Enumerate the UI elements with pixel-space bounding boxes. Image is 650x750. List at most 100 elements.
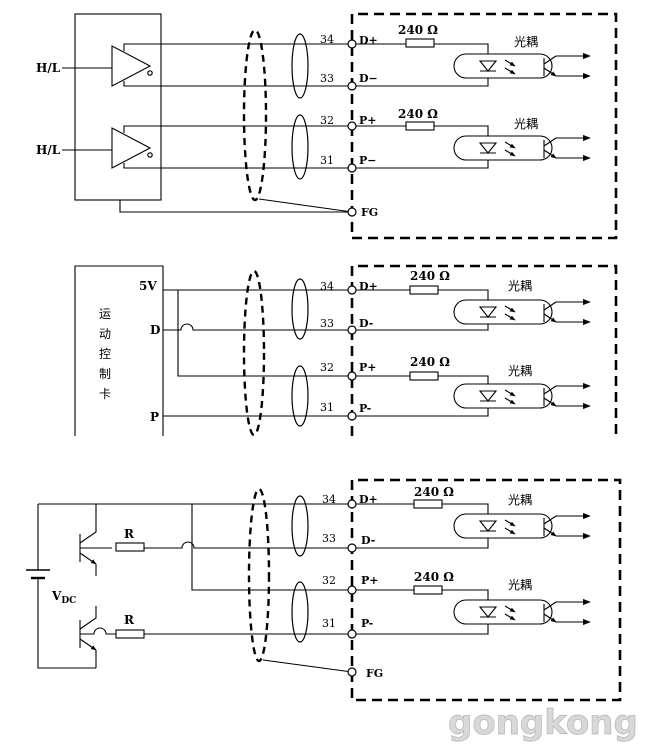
pin-33: 33 [322,532,336,545]
signal-p-plus: P+ [359,114,377,127]
signal-d-minus: D- [361,534,375,547]
card-char-5: 卡 [99,387,111,401]
resistor-icon [405,121,435,131]
driver-box [74,13,162,201]
resistor-icon [409,285,439,295]
base-resistor-label: R [124,527,135,541]
resistor-icon [409,371,439,381]
signal-d-minus: D− [359,72,378,85]
pin-31: 31 [320,154,334,167]
pin-34: 34 [320,33,334,46]
optocoupler-icon [453,512,591,540]
twisted-pair-icon-1 [291,495,309,557]
card-char-2: 动 [99,327,111,341]
signal-p-minus: P− [359,154,377,167]
base-resistor-label: R [124,613,135,627]
terminal-icon [347,81,357,91]
optocoupler-icon [453,598,591,626]
terminal-icon [347,629,357,639]
terminal-icon [347,411,357,421]
resistor-value: 240 Ω [414,485,454,499]
optocoupler-label: 光耦 [508,364,532,378]
resistor-icon [405,38,435,48]
optocoupler-label: 光耦 [508,279,532,293]
twisted-pair-icon-1 [291,33,309,99]
resistor-value: 240 Ω [410,355,450,369]
optocoupler-icon [453,134,591,162]
pin-34: 34 [322,493,336,506]
optocoupler-label: 光耦 [508,578,532,592]
supply-label: VDC [51,589,76,606]
optocoupler-icon [453,298,591,326]
terminal-icon [347,371,357,381]
receiver-box [350,478,622,702]
terminal-icon [347,285,357,295]
motion-card-box [74,265,164,436]
input-d: D [150,323,160,337]
terminal-icon [347,163,357,173]
terminal-icon [347,325,357,335]
input-p: P [150,410,159,424]
twisted-pair-icon-2 [291,114,309,180]
twisted-pair-icon-2 [291,365,309,427]
signal-p-plus: P+ [361,574,379,587]
optocoupler-icon [453,52,591,80]
resistor-value: 240 Ω [398,107,438,121]
transistor-icon-2 [79,606,116,668]
signal-fg: FG [366,667,383,680]
shielded-cable-icon [242,28,268,202]
input-5v: 5V [139,279,157,293]
pin-32: 32 [320,114,334,127]
pin-34: 34 [320,280,334,293]
twisted-pair-icon-1 [291,278,309,340]
optocoupler-label: 光耦 [514,117,538,131]
resistor-icon [115,542,145,552]
signal-d-plus: D+ [359,493,378,506]
pin-33: 33 [320,72,334,85]
terminal-icon [347,207,357,217]
shielded-cable-icon [247,487,271,663]
diagram-3-open-collector: VDC R R [26,478,622,702]
terminal-icon [347,585,357,595]
transistor-icon-1 [79,504,112,576]
signal-p-plus: P+ [359,361,377,374]
diagram-1-differential-driver: H/L H/L 34 33 32 31 D+ D− [36,12,618,240]
line-driver-icon-2 [111,127,152,169]
signal-d-plus: D+ [359,280,378,293]
signal-d-plus: D+ [359,34,378,47]
terminal-icon [347,39,357,49]
pin-32: 32 [322,574,336,587]
optocoupler-label: 光耦 [514,35,538,49]
input-label-2: H/L [36,143,61,157]
pin-33: 33 [320,317,334,330]
resistor-icon [413,499,443,509]
resistor-value: 240 Ω [410,269,450,283]
pin-31: 31 [322,617,336,630]
card-char-3: 控 [99,347,111,361]
resistor-value: 240 Ω [414,570,454,584]
diagram-2-single-ended-motion-card: 运 动 控 制 卡 5V D P 34 33 32 31 D+ D- P+ P-… [74,264,618,437]
pin-32: 32 [320,361,334,374]
line-driver-icon-1 [111,45,152,87]
card-char-1: 运 [99,307,111,321]
supply-subscript: DC [61,596,76,606]
terminal-icon [347,499,357,509]
twisted-pair-icon-2 [291,581,309,643]
input-label-1: H/L [36,61,61,75]
watermark: gongkong [448,703,638,743]
shielded-cable-icon [242,269,266,437]
optocoupler-label: 光耦 [508,493,532,507]
resistor-icon [115,629,145,639]
signal-p-minus: P- [361,617,373,630]
signal-fg: FG [361,206,378,219]
resistor-icon [413,585,443,595]
signal-p-minus: P- [359,402,371,415]
pin-31: 31 [320,401,334,414]
receiver-box [350,264,618,436]
terminal-icon [347,667,357,677]
receiver-box [350,12,618,240]
resistor-value: 240 Ω [398,23,438,37]
optocoupler-icon [453,382,591,410]
card-char-4: 制 [99,367,111,381]
